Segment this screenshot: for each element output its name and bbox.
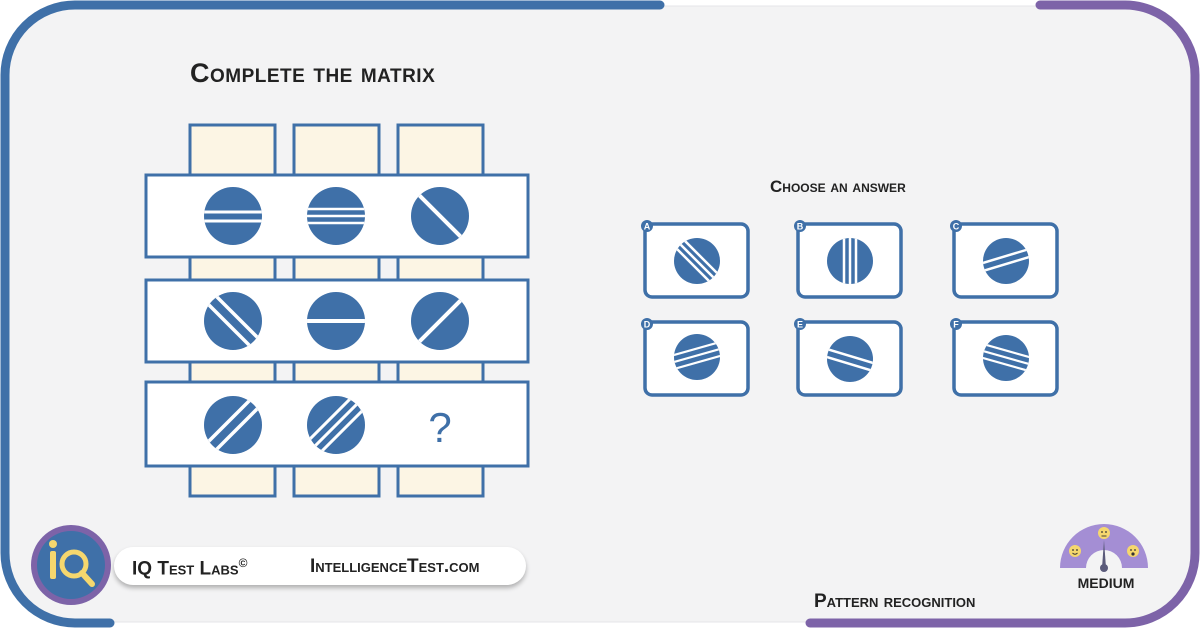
difficulty-gauge-icon xyxy=(1060,524,1148,572)
answer-letter-a: A xyxy=(644,222,651,232)
answer-option-f[interactable]: F xyxy=(950,318,1059,397)
category-label: Pattern recognition xyxy=(814,591,976,612)
surprised-face-icon xyxy=(1127,545,1139,557)
matrix-cell-2-2 xyxy=(307,292,365,350)
page-title: Complete the matrix xyxy=(190,58,436,88)
answer-option-c[interactable]: C xyxy=(950,220,1059,299)
brand-name: IQ Test Labs© xyxy=(132,556,248,580)
answer-option-b[interactable]: B xyxy=(794,220,903,299)
difficulty-label: MEDIUM xyxy=(1077,575,1135,591)
answer-option-a[interactable]: A xyxy=(641,220,750,299)
happy-face-icon xyxy=(1069,545,1081,557)
answer-letter-c: C xyxy=(953,222,960,232)
missing-cell-question-mark: ? xyxy=(428,404,451,451)
matrix-columns xyxy=(188,123,485,498)
answer-option-e[interactable]: E xyxy=(794,318,903,397)
footer-brand-bar xyxy=(114,547,526,585)
answer-option-d[interactable]: D xyxy=(641,318,750,397)
answer-letter-f: F xyxy=(953,320,959,330)
matrix-cell-3-1 xyxy=(204,396,262,454)
iq-magnifier-icon xyxy=(31,525,111,605)
neutral-face-icon xyxy=(1098,527,1110,539)
answer-letter-b: B xyxy=(797,222,804,232)
answers-title: Choose an answer xyxy=(770,177,906,196)
matrix-cell-2-1 xyxy=(204,292,262,350)
matrix-cell-1-1 xyxy=(204,187,262,245)
matrix-cell-2-3 xyxy=(411,292,469,350)
matrix-cell-1-3 xyxy=(411,187,469,245)
answer-letter-e: E xyxy=(797,320,803,330)
copyright-symbol: © xyxy=(238,556,248,570)
matrix-cell-1-2 xyxy=(307,187,365,245)
answer-letter-d: D xyxy=(644,320,651,330)
site-link[interactable]: IntelligenceTest.com xyxy=(310,556,480,577)
